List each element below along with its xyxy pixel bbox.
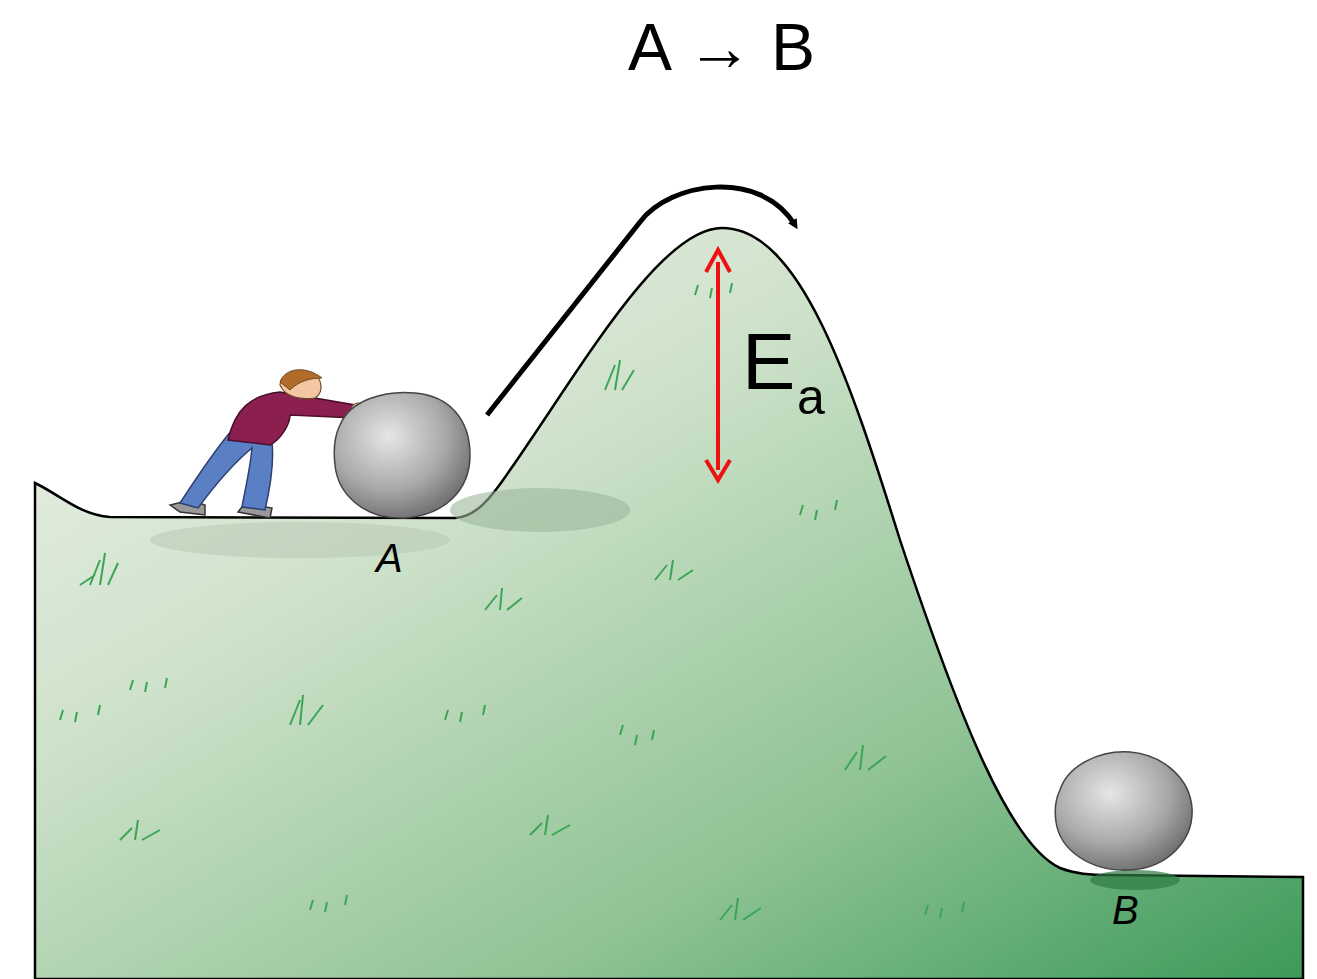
- diagram-title: A → B: [628, 14, 815, 80]
- path-arrow: [487, 187, 795, 415]
- energy-symbol: E: [742, 322, 795, 402]
- activation-energy-arrow: [706, 250, 730, 480]
- state-label: B: [1112, 890, 1139, 930]
- rock-shadow: [1090, 870, 1180, 890]
- rock-shadow: [450, 488, 630, 532]
- hill-ground: [35, 228, 1303, 979]
- state-label: A: [376, 538, 403, 578]
- boulder: [1055, 752, 1192, 870]
- energy-subscript: a: [797, 372, 825, 422]
- grass-tufts: [60, 283, 964, 920]
- person-shadow: [150, 522, 450, 558]
- boulder: [334, 392, 470, 518]
